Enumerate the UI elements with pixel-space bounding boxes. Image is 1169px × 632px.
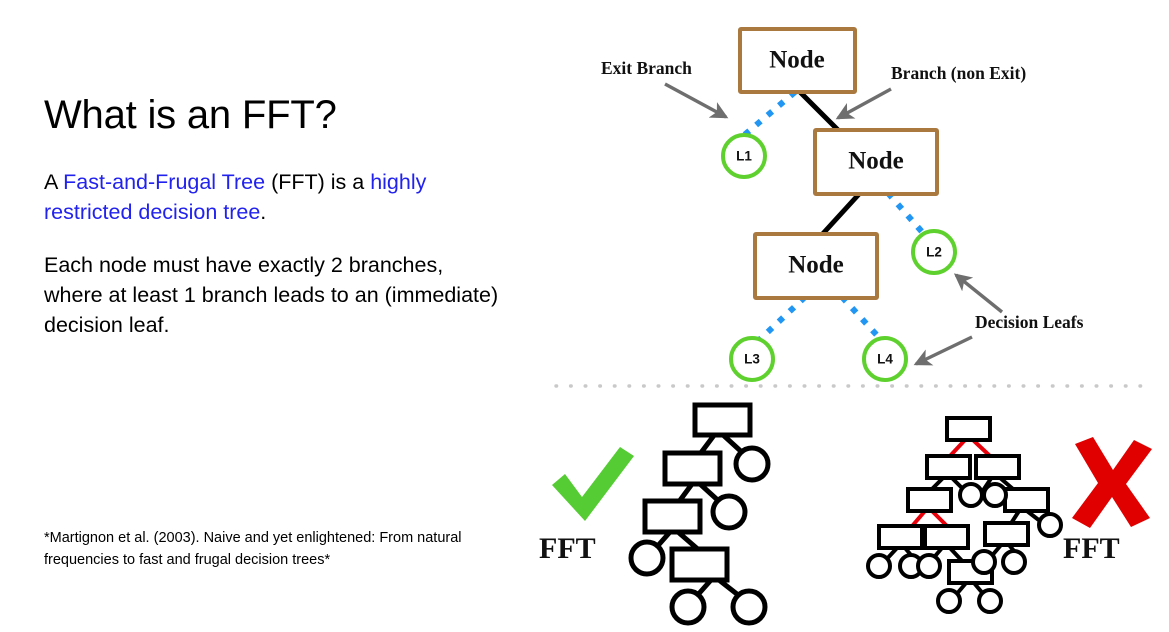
annotation-decision-leafs-label: Decision Leafs (975, 312, 1084, 332)
non-exit-branch-arrow-icon (835, 87, 892, 120)
tree-leaf-l2-label: L2 (926, 245, 942, 260)
text-panel: What is an FFT? A Fast-and-Frugal Tree (… (0, 0, 540, 632)
annotation-decision-leafs: Decision Leafs (913, 273, 1084, 366)
tree-node-2-label: Node (848, 148, 904, 175)
good-tree-graphic (628, 402, 771, 626)
exit-branch-arrow-icon (664, 82, 729, 119)
tree-node-1-label: Node (769, 47, 825, 74)
definition-run-0: A (44, 170, 64, 194)
paragraph-rule: Each node must have exactly 2 branches, … (44, 250, 504, 340)
example-good-label: FFT (539, 532, 596, 565)
page-title: What is an FFT? (44, 93, 337, 137)
tree-leaf-l4: L4 (862, 336, 908, 382)
definition-run-1: Fast-and-Frugal Tree (63, 170, 266, 194)
branch-exit-n3-l3 (753, 294, 808, 346)
example-bad-fft: FFT (866, 416, 1152, 614)
branch-exit-n1-l1 (740, 89, 797, 140)
definition-run-2: (FFT) is a (265, 170, 371, 194)
tree-leaf-l4-label: L4 (877, 352, 893, 367)
tree-leaf-l3-label: L3 (744, 352, 760, 367)
tree-leaf-l2: L2 (911, 229, 957, 275)
branch-exit-n2-l2 (885, 191, 933, 243)
footnote-citation: *Martignon et al. (2003). Naive and yet … (44, 530, 462, 568)
annotation-exit-branch-label: Exit Branch (601, 58, 692, 78)
check-icon (552, 447, 634, 521)
annotation-exit-branch: Exit Branch (601, 58, 729, 119)
rule-text: Each node must have exactly 2 branches, … (44, 253, 499, 337)
annotation-non-exit-branch: Branch (non Exit) (835, 63, 1026, 120)
decision-leafs-arrow-upper-icon (953, 273, 1004, 314)
tree-node-3-label: Node (788, 252, 844, 279)
cross-icon (1072, 437, 1152, 528)
tree-leaf-l3: L3 (729, 336, 775, 382)
definition-run-3: highly restricted decision tree (44, 170, 427, 224)
tree-node-2: Node (813, 128, 939, 196)
definition-run-4: . (260, 200, 267, 224)
tree-leaf-l1: L1 (721, 133, 767, 179)
example-bad-label: FFT (1063, 532, 1120, 565)
bad-tree-graphic (866, 416, 1063, 614)
annotation-non-exit-branch-label: Branch (non Exit) (891, 63, 1026, 83)
tree-leaf-l1-label: L1 (736, 149, 752, 164)
tree-node-3: Node (753, 232, 879, 300)
tree-node-1: Node (738, 27, 857, 94)
decision-leafs-arrow-lower-icon (913, 335, 973, 366)
example-good-fft: FFT (539, 402, 771, 626)
paragraph-definition: A Fast-and-Frugal Tree (FFT) is a highly… (44, 167, 504, 227)
branch-exit-n3-l4 (839, 294, 887, 346)
branch-nonexit-n2-n3 (816, 191, 862, 241)
